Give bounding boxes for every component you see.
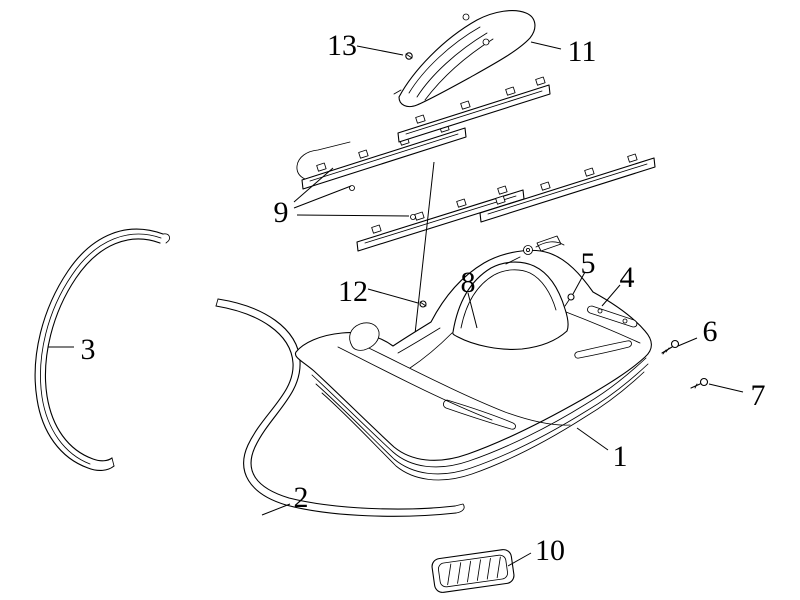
- part-label-11: 11: [568, 35, 597, 68]
- part-labels: 1 2 3 4 5 6 7 8 9 10 11 12 13: [81, 29, 766, 567]
- front-flap: [349, 322, 380, 351]
- part-11-spine-cover: [393, 10, 536, 108]
- leader-lines: [48, 41, 744, 567]
- part-label-3: 3: [81, 333, 96, 366]
- screw-icon: [670, 339, 680, 349]
- latch-bracket: [505, 235, 565, 265]
- part-label-9: 9: [274, 196, 289, 229]
- cover-bolt-icon: [462, 13, 470, 21]
- part-10-rubber-pad: [431, 549, 515, 593]
- part-label-8: 8: [461, 266, 476, 299]
- part-label-13: 13: [327, 29, 357, 62]
- part-3-rubber-seal: [34, 228, 170, 471]
- part-7-screw: [690, 377, 709, 389]
- footrest-slot: [443, 399, 516, 430]
- part-12-screw: [419, 300, 427, 308]
- screw-icon: [567, 293, 575, 301]
- cover-bolt-icon: [482, 38, 490, 46]
- part-4-bracket: [587, 305, 638, 328]
- bracket-hole-icon: [622, 318, 628, 324]
- part-5-screw: [564, 293, 575, 307]
- bracket-hole-icon: [597, 308, 603, 314]
- part-label-10: 10: [535, 534, 565, 567]
- part-label-5: 5: [581, 247, 596, 280]
- part-2-trim-moulding: [215, 298, 465, 517]
- screw-icon: [699, 377, 709, 387]
- part-label-1: 1: [613, 440, 628, 473]
- part-13-screw: [405, 52, 413, 60]
- part-label-6: 6: [703, 315, 718, 348]
- part-6-screw: [661, 339, 680, 355]
- alignment-line: [411, 161, 435, 362]
- rail-screw-icon: [410, 214, 416, 220]
- rail-screw-icon: [349, 185, 355, 191]
- tunnel-opening: [452, 261, 569, 350]
- part-9-footboard-rails: [296, 76, 656, 252]
- part-label-2: 2: [294, 481, 309, 514]
- part-label-4: 4: [620, 261, 635, 294]
- part-1-floor-panel: [294, 235, 652, 481]
- footrest-slot: [574, 340, 632, 359]
- part-label-12: 12: [338, 275, 368, 308]
- part-label-7: 7: [751, 379, 766, 412]
